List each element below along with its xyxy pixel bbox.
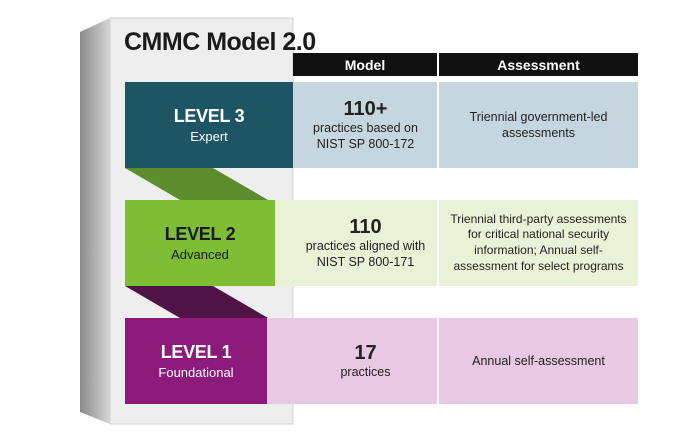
level-3-model-cell: 110+ practices based on NIST SP 800-172 — [293, 82, 438, 168]
level-1-title: LEVEL 1 — [160, 342, 232, 362]
diagram-title: CMMC Model 2.0 — [124, 28, 316, 56]
level-3-box: LEVEL 3 Expert — [125, 82, 293, 168]
level-1-model-count: 17 — [354, 341, 377, 364]
level-2-title: LEVEL 2 — [164, 224, 236, 244]
level-2-model-count: 110 — [349, 215, 382, 238]
level-1-assessment-cell: Annual self-assessment — [439, 318, 638, 404]
level-3-subtitle: Expert — [190, 129, 228, 144]
connector-3-2 — [125, 168, 268, 200]
level-1-box-bg — [125, 318, 267, 404]
level-2-box: LEVEL 2 Advanced — [125, 200, 275, 286]
level-2-box-bg — [125, 200, 275, 286]
level-2-model-cell: 110 practices aligned with NIST SP 800-1… — [293, 200, 438, 286]
level-3-box-bg — [125, 82, 293, 168]
level-3-assessment: Triennial government-led assessments — [469, 109, 608, 140]
level-3-title: LEVEL 3 — [173, 106, 245, 126]
level-2-subtitle: Advanced — [171, 247, 229, 262]
connector-2-1 — [125, 286, 268, 318]
level-3-model-desc: practices based on NIST SP 800-172 — [313, 120, 418, 151]
level-1-model-cell: 17 practices — [293, 318, 438, 404]
box-side-face — [80, 18, 110, 424]
level-3-assessment-cell: Triennial government-led assessments — [439, 82, 638, 168]
level-1-model-desc: practices — [340, 364, 391, 379]
assessment-column-header: Assessment — [439, 53, 638, 76]
level-2-model-desc: practices aligned with NIST SP 800-171 — [305, 238, 426, 269]
level-1-assessment: Annual self-assessment — [472, 353, 605, 368]
level-1-subtitle: Foundational — [158, 365, 234, 380]
level-2-assessment: Triennial third-party assessments for cr… — [450, 211, 627, 273]
level-2-assessment-cell: Triennial third-party assessments for cr… — [439, 200, 638, 286]
level-3-model-count: 110+ — [343, 97, 388, 120]
model-column-header: Model — [293, 53, 437, 76]
level-1-box: LEVEL 1 Foundational — [125, 318, 267, 404]
